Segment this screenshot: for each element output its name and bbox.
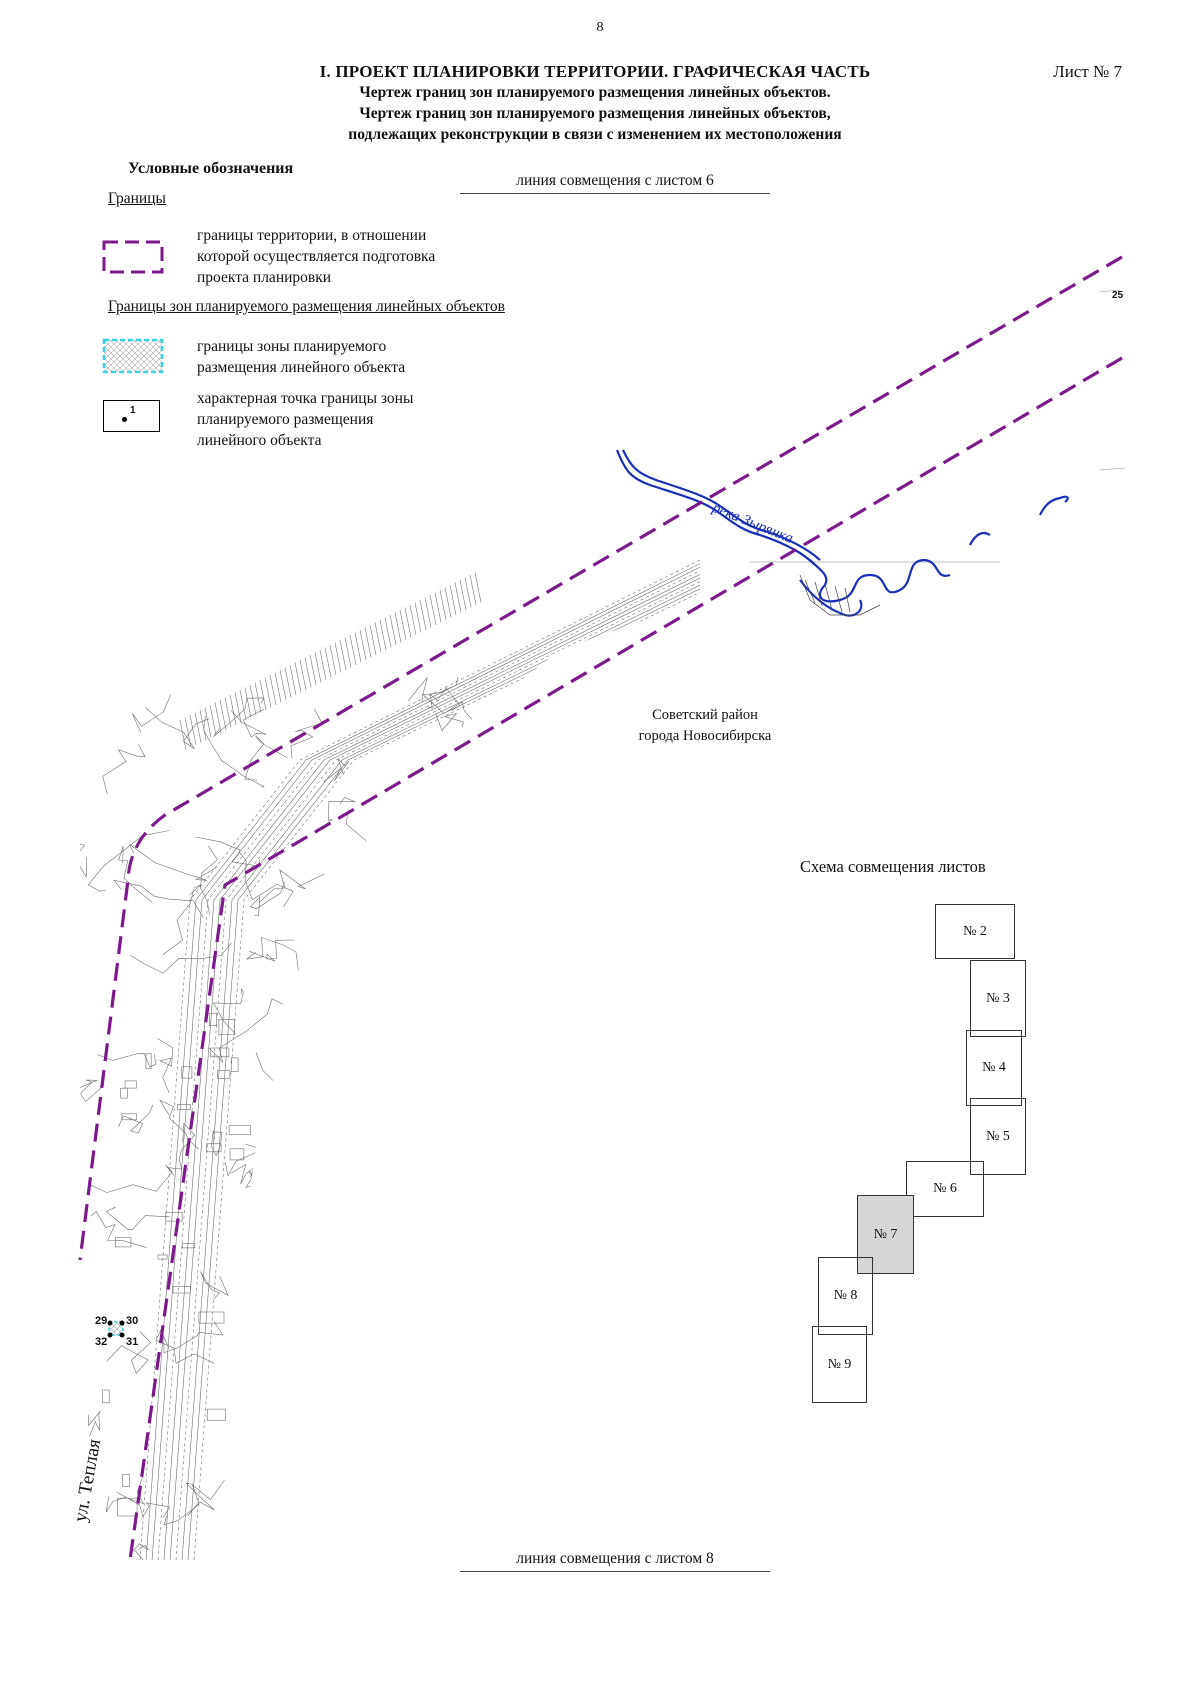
scheme-title: Схема совмещения листов (800, 857, 986, 876)
river-zyryanka (615, 449, 1069, 617)
district-line-2: города Новосибирска (638, 728, 772, 744)
legend-point-dot (122, 417, 127, 422)
point-label-30: 30 (126, 1315, 139, 1327)
river-bank-hatch (799, 574, 881, 616)
topographic-base (80, 559, 700, 1560)
match-line-top: линия совмещения с листом 6 (460, 172, 770, 194)
scheme-sheet-3: № 3 (970, 960, 1026, 1037)
legend-boundary-text: границы территории, в отношении которой … (197, 225, 435, 288)
legend-zone-text: границы зоны планируемого размещения лин… (197, 336, 405, 378)
legend-zone-symbol (102, 338, 164, 374)
legend-point-text-3: линейного объекта (197, 432, 322, 449)
characteristic-points (107, 1320, 125, 1338)
legend-section-zones: Границы зон планируемого размещения лине… (108, 298, 505, 315)
scheme-sheet-9: № 9 (812, 1326, 867, 1403)
page-number: 8 (596, 20, 604, 35)
district-line-1: Советский район (652, 707, 758, 723)
legend-point-text-1: характерная точка границы зоны (197, 390, 414, 407)
point-label-29: 29 (95, 1315, 108, 1327)
legend-section-boundaries: Границы (108, 190, 166, 207)
title-line-2: Чертеж границ зон планируемого размещени… (359, 84, 831, 101)
sheet-label: Лист № 7 (1053, 62, 1122, 81)
title-line-3: Чертеж границ зон планируемого размещени… (359, 105, 831, 122)
legend-point-number: 1 (130, 405, 136, 416)
legend-zone-text-2: размещения линейного объекта (197, 359, 406, 376)
legend-zone-text-1: границы зоны планируемого (197, 338, 387, 355)
point-label-32: 32 (95, 1336, 108, 1348)
legend-boundary-text-1: границы территории, в отношении (197, 227, 427, 244)
title-line-4: подлежащих реконструкции в связи с измен… (348, 126, 842, 143)
edge-point-label: 25 (1112, 290, 1124, 301)
legend-point-text: характерная точка границы зоны планируем… (197, 388, 413, 451)
point-label-31: 31 (126, 1336, 139, 1348)
legend-boundary-text-3: проекта планировки (197, 269, 332, 286)
scheme-sheet-7-active: № 7 (857, 1195, 914, 1274)
legend-point-symbol: 1 (103, 400, 160, 432)
legend-point-text-2: планируемого размещения (197, 411, 374, 428)
legend-boundary-symbol (102, 240, 164, 274)
title-block: I. ПРОЕКТ ПЛАНИРОВКИ ТЕРРИТОРИИ. ГРАФИЧЕ… (250, 62, 940, 145)
topo-right-fragments (750, 289, 1126, 563)
scheme-sheet-4: № 4 (966, 1030, 1022, 1106)
scheme-sheet-8: № 8 (818, 1257, 873, 1335)
district-label: Советский район города Новосибирска (620, 705, 790, 747)
legend-boundary-text-2: которой осуществляется подготовка (197, 248, 436, 265)
planning-boundary (78, 255, 1123, 1561)
scheme-sheet-5: № 5 (970, 1098, 1026, 1175)
scheme-sheet-2: № 2 (935, 904, 1015, 959)
scheme-sheet-6: № 6 (906, 1161, 984, 1217)
legend-heading: Условные обозначения (128, 160, 294, 177)
match-line-bottom: линия совмещения с листом 8 (460, 1550, 770, 1572)
title-main: I. ПРОЕКТ ПЛАНИРОВКИ ТЕРРИТОРИИ. ГРАФИЧЕ… (319, 62, 871, 81)
